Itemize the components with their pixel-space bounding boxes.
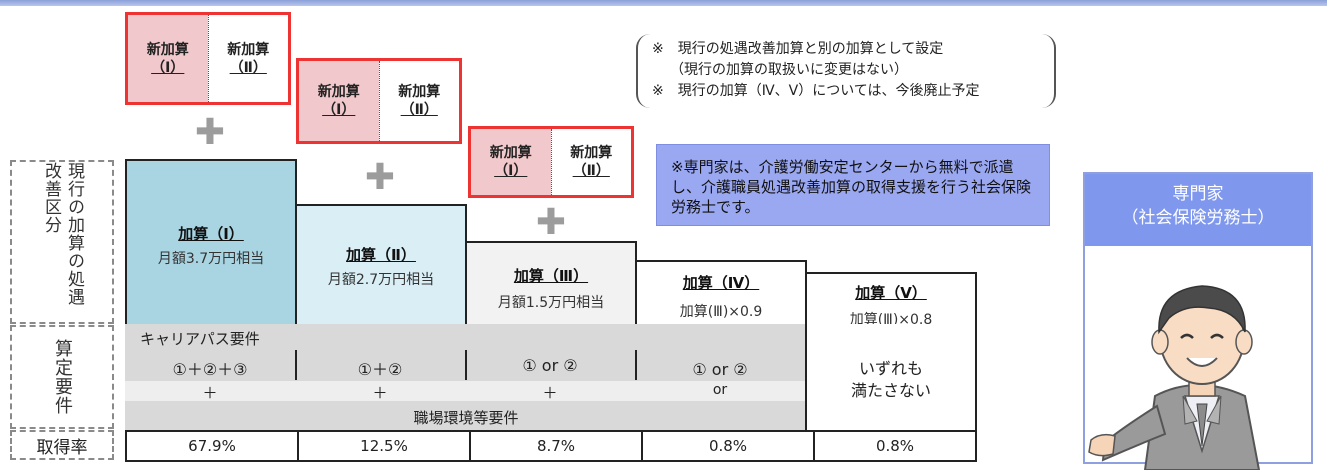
- new-addition-box-3: 新加算（Ⅰ） 新加算（Ⅱ）: [468, 126, 634, 198]
- new-addition-1-i: 新加算（Ⅰ）: [146, 41, 189, 76]
- plus-icon: ✚: [535, 202, 567, 243]
- new-addition-box-1: 新加算（Ⅰ） 新加算（Ⅱ）: [125, 12, 291, 105]
- req-op-1: ＋: [202, 384, 218, 402]
- new-addition-3-i: 新加算（Ⅰ）: [489, 145, 532, 179]
- rates-row: 67.9% 12.5% 8.7% 0.8% 0.8%: [125, 430, 977, 462]
- req-combo-1: ①＋②＋③: [172, 360, 248, 379]
- notes-bracket: [636, 34, 1056, 108]
- kasan-1-name: 加算（Ⅰ）: [178, 225, 244, 243]
- expert-panel: 専門家 （社会保険労務士）: [1083, 172, 1313, 470]
- expert-note: ※専門家は、介護労働安定センターから無料で派遣し、介護職員処遇改善加算の取得支援…: [656, 144, 1050, 226]
- rate-kasan-1: 67.9%: [127, 432, 299, 460]
- label-current-category: 現行の加算の処遇改善区分: [10, 160, 114, 324]
- label-calc-requirements: 算定要件: [10, 325, 114, 429]
- kasan-2-amount: 月額2.7万円相当: [327, 272, 435, 288]
- new-addition-box-2: 新加算（Ⅰ） 新加算（Ⅱ）: [296, 58, 462, 144]
- rate-kasan-3: 8.7%: [471, 432, 643, 460]
- requirements-white-band: [125, 381, 807, 401]
- top-bar: [0, 0, 1327, 6]
- kasan-2-box: 加算（Ⅱ） 月額2.7万円相当: [295, 204, 467, 326]
- workplace-requirement-label: 職場環境等要件: [413, 409, 519, 427]
- req-op-4: or: [712, 382, 728, 398]
- req-combo-2: ①＋②: [357, 360, 403, 379]
- note-line-1: ※ 現行の処遇改善加算と別の加算として設定: [652, 41, 944, 57]
- req-divider: [635, 350, 637, 380]
- kasan-3-name: 加算（Ⅲ）: [513, 267, 589, 285]
- label-acquisition-rate: 取得率: [10, 430, 114, 460]
- new-addition-3-ii: 新加算（Ⅱ）: [550, 129, 631, 195]
- rate-kasan-5: 0.8%: [875, 437, 915, 455]
- req-op-2: ＋: [372, 384, 388, 402]
- expert-illustration: [1088, 285, 1261, 470]
- kasan-4-name: 加算（Ⅳ）: [682, 274, 760, 292]
- kasan-2-name: 加算（Ⅱ）: [346, 246, 416, 264]
- new-addition-2-i: 新加算（Ⅰ）: [317, 84, 360, 118]
- plus-icon: ✚: [364, 157, 396, 198]
- kasan-5-box: 加算（Ⅴ） 加算(Ⅲ)×0.8: [805, 272, 977, 328]
- req-op-3: ＋: [542, 384, 558, 402]
- rate-kasan-4: 0.8%: [643, 432, 815, 460]
- rate-kasan-2: 12.5%: [299, 432, 471, 460]
- career-path-label: キャリアパス要件: [140, 330, 260, 348]
- req-divider: [295, 350, 297, 380]
- requirements-none-cell: [805, 324, 977, 430]
- new-addition-2-ii: 新加算（Ⅱ）: [378, 61, 459, 141]
- kasan-1-box: 加算（Ⅰ） 月額3.7万円相当: [125, 159, 297, 326]
- expert-title: 専門家 （社会保険労務士）: [1085, 174, 1311, 246]
- kasan-3-amount: 月額1.5万円相当: [497, 295, 605, 311]
- kasan-4-amount: 加算(Ⅲ)×0.9: [679, 304, 763, 320]
- req-combo-4: ① or ②: [692, 360, 748, 379]
- note-line-3: ※ 現行の加算（Ⅳ、Ⅴ）については、今後廃止予定: [652, 83, 980, 99]
- new-addition-1-ii: 新加算（Ⅱ）: [207, 15, 288, 102]
- plus-icon: ✚: [194, 112, 226, 153]
- kasan-5-name: 加算（Ⅴ）: [855, 284, 927, 302]
- kasan-1-amount: 月額3.7万円相当: [157, 251, 265, 267]
- note-line-2: （現行の加算の取扱いに変更はない）: [670, 62, 908, 78]
- req-divider: [465, 350, 467, 380]
- none-satisfied-label: いずれも 満たさない: [850, 359, 931, 400]
- req-combo-3: ① or ②: [522, 356, 578, 375]
- kasan-3-box: 加算（Ⅲ） 月額1.5万円相当: [465, 241, 637, 326]
- kasan-4-box: 加算（Ⅳ） 加算(Ⅲ)×0.9: [635, 260, 807, 326]
